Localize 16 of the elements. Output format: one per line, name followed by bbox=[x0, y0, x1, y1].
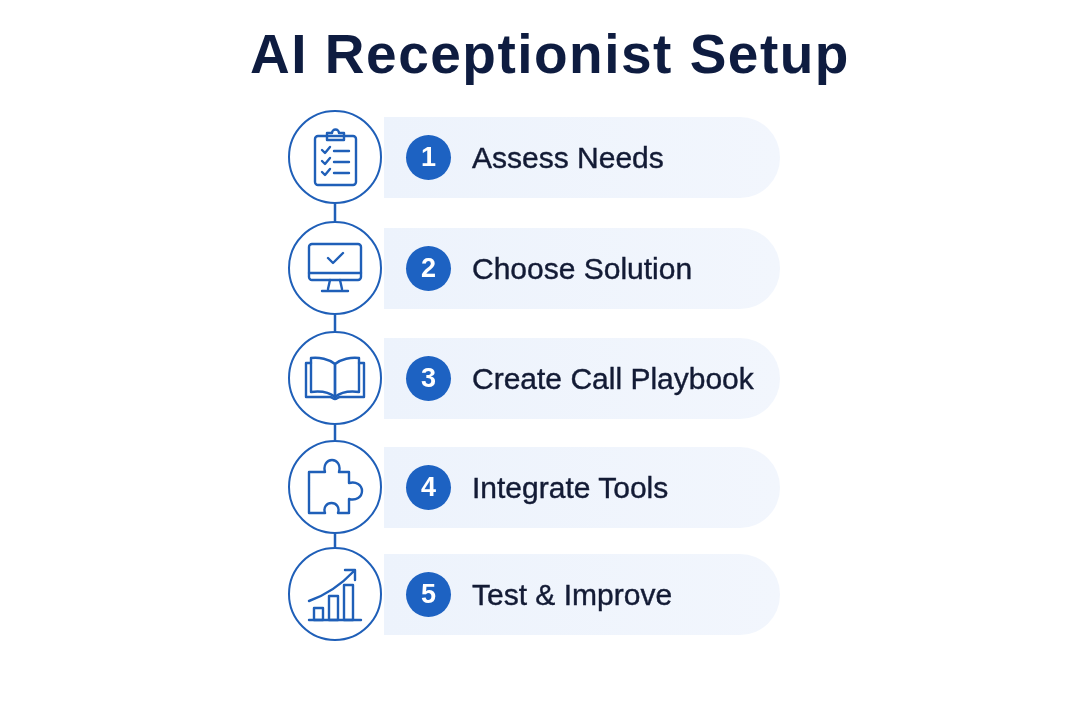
step-band bbox=[384, 228, 780, 309]
step-title: Assess Needs bbox=[472, 139, 664, 176]
step-title: Integrate Tools bbox=[472, 469, 669, 506]
step-number: 2 bbox=[406, 246, 451, 291]
step-number: 1 bbox=[406, 135, 451, 180]
step-band bbox=[384, 554, 780, 635]
step-number: 5 bbox=[406, 572, 451, 617]
step-band bbox=[384, 447, 780, 528]
step-band bbox=[384, 338, 780, 419]
step-band bbox=[384, 117, 780, 198]
step-title: Choose Solution bbox=[472, 250, 693, 287]
step-number: 3 bbox=[406, 356, 451, 401]
step-title: Test & Improve bbox=[472, 576, 673, 613]
step-number: 4 bbox=[406, 465, 451, 510]
diagram-title: AI Receptionist Setup bbox=[250, 22, 850, 86]
step-title: Create Call Playbook bbox=[472, 360, 754, 397]
